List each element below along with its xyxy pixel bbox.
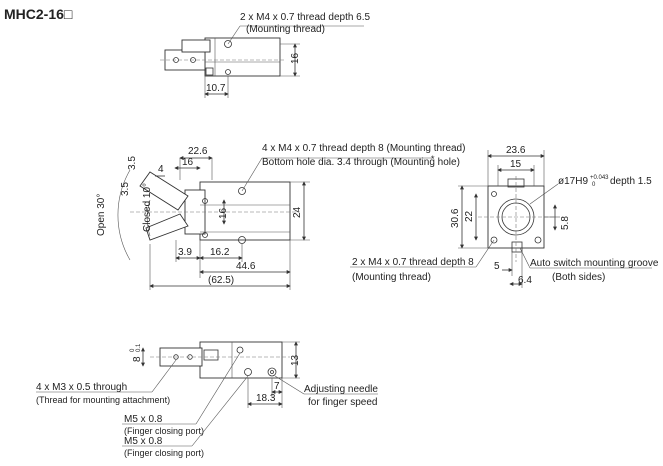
side-view-dim-62-5: (62.5) [208, 275, 234, 286]
bottom-view-needle-note-sub: for finger speed [308, 397, 378, 408]
drawing-title: MHC2-16□ [4, 6, 73, 22]
bottom-view-dim-0: 0 [130, 348, 136, 352]
side-view-closed-angle: Closed 10° [142, 183, 153, 232]
bottom-view-m3-hole [173, 354, 179, 360]
end-view-groove-note-sub: (Both sides) [552, 272, 605, 283]
top-view-width-dim: 10.7 [206, 83, 226, 94]
side-view-dim-24: 24 [292, 206, 303, 218]
side-view-open-angle: Open 30° [96, 194, 107, 236]
side-view-dim-44-6: 44.6 [236, 261, 256, 272]
end-view-dim-23-6: 23.6 [506, 145, 526, 156]
bottom-view-m3-note: 4 x M3 x 0.5 through [36, 382, 127, 393]
top-view-body [204, 37, 281, 77]
side-view-mounting-hole-1 [238, 187, 246, 195]
bottom-view-port-1-note-sub: (Finger closing port) [124, 426, 204, 436]
end-view-dim-6-4: 6.4 [518, 275, 532, 286]
bottom-view-port-1-note: M5 x 0.8 [124, 414, 163, 425]
side-view-hole-note: Bottom hole dia. 3.4 through (Mounting h… [262, 157, 460, 168]
bottom-view-dim-8: 8 [132, 356, 143, 362]
bottom-view-port-2-note-sub: (Finger closing port) [124, 448, 204, 458]
top-view-thread-note-sub: (Mounting thread) [246, 24, 325, 35]
end-view-dim-22: 22 [464, 210, 475, 222]
bottom-view-adjusting-needle [267, 367, 277, 377]
side-view-dim-22-6: 22.6 [188, 146, 208, 157]
top-view-height-dim: 16 [290, 52, 301, 64]
end-view-dim-30-6: 30.6 [450, 208, 461, 228]
bottom-view: 8 0.1 0 13 7 18.3 Adjusting needle for f… [36, 341, 378, 458]
side-view-thread-note: 4 x M4 x 0.7 thread depth 8 (Mounting th… [262, 143, 465, 154]
end-view-thread-note-sub: (Mounting thread) [352, 272, 431, 283]
side-view-note-marker: * [431, 154, 435, 164]
end-view-dim-5-8: 5.8 [560, 216, 571, 230]
top-view-finger [181, 39, 211, 53]
top-view-thread-note: 2 x M4 x 0.7 thread depth 6.5 [240, 12, 371, 23]
end-view-bore-tol-lower: 0 [592, 182, 596, 188]
top-view: 2 x M4 x 0.7 thread depth 6.5 (Mounting … [160, 12, 371, 98]
end-view-thread-note: 2 x M4 x 0.7 thread depth 8 [352, 257, 474, 268]
side-view-dim-16-top: 16 [182, 157, 194, 168]
side-view-lower-finger [145, 213, 189, 241]
end-view-bore-tol-upper: +0.043 [590, 175, 609, 181]
bottom-view-m3-note-sub: (Thread for mounting attachment) [36, 395, 170, 405]
end-view-mounting-hole [490, 236, 498, 244]
bottom-view-dim-7: 7 [274, 381, 280, 392]
side-view-dim-3-5-lower: 3.5 [120, 182, 131, 196]
side-view-upper-finger [139, 171, 189, 211]
end-view-groove [511, 241, 523, 253]
side-view-dim-3-9: 3.9 [178, 247, 192, 258]
top-view-mounting-hole [224, 40, 232, 48]
bottom-view-dim-18-3: 18.3 [256, 393, 276, 404]
bottom-view-dim-0-1: 0.1 [136, 343, 142, 352]
side-view-dim-4: 4 [158, 164, 164, 175]
end-view: 23.6 15 30.6 22 5.8 ø17H9 +0.043 0 depth… [350, 145, 659, 288]
end-view-dim-5: 5 [494, 261, 500, 272]
bottom-view-port-2 [244, 368, 252, 376]
side-view-dim-16-vertical: 16 [218, 207, 229, 219]
bottom-view-needle-note: Adjusting needle [304, 384, 378, 395]
bottom-view-dim-13: 13 [290, 354, 301, 366]
bottom-view-port-2-note: M5 x 0.8 [124, 436, 163, 447]
end-view-dim-15: 15 [510, 159, 522, 170]
end-view-bore-label: ø17H9 [558, 176, 588, 187]
end-view-groove-note: Auto switch mounting groove [530, 258, 659, 269]
side-view-body [199, 181, 291, 241]
side-view-mounting-hole-2 [238, 236, 246, 244]
side-view-dim-3-5-upper: 3.5 [127, 156, 138, 170]
end-view-bore-depth: depth 1.5 [610, 176, 652, 187]
bottom-view-tab [203, 349, 219, 361]
side-view-dim-16-2: 16.2 [210, 247, 230, 258]
side-view: Open 30° Closed 10° 4 x M4 x 0.7 thread … [96, 143, 465, 290]
